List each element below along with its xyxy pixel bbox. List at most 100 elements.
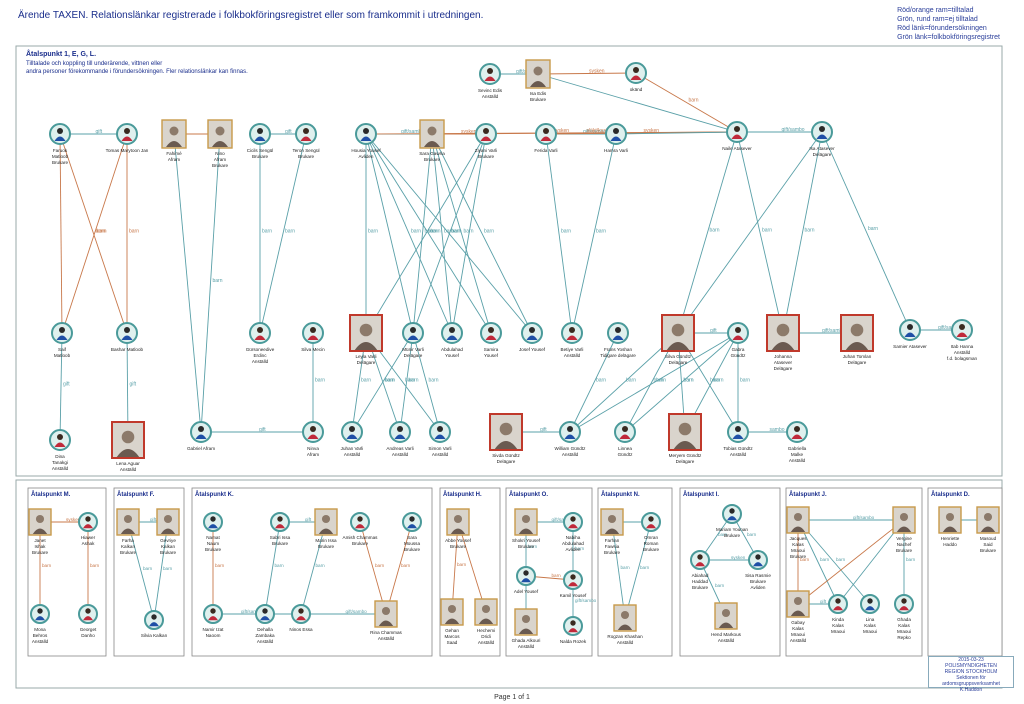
woman-icon xyxy=(570,516,575,521)
man-icon xyxy=(151,614,156,619)
relation-label: barn xyxy=(452,229,462,235)
face-icon xyxy=(608,515,616,523)
person-label: Brukare xyxy=(120,550,137,555)
relation-label: gift xyxy=(820,599,827,604)
person-label: Vergine xyxy=(896,536,912,541)
face-icon xyxy=(360,324,373,337)
person-label: Anställd xyxy=(257,639,274,644)
person-label: Abdulahad xyxy=(441,347,463,352)
person-label: Meryem Gündtz xyxy=(669,453,702,458)
person-label: Ziyani Varli xyxy=(475,148,497,153)
person-label: Anställd xyxy=(730,452,747,457)
relation-label: barn xyxy=(714,378,724,384)
sub-panel-heading: Åtalspunkt D. xyxy=(931,491,970,498)
relation-label: barn xyxy=(596,378,606,384)
person-label: Shokri Yousef xyxy=(512,538,541,543)
person-label: Kalas xyxy=(864,623,876,628)
person-node: Silva Mecin xyxy=(301,323,325,352)
person-label: Brukare xyxy=(352,541,369,546)
person-label: Avliden xyxy=(359,154,374,159)
relation-label: barn xyxy=(484,229,494,235)
man-icon xyxy=(198,426,204,432)
person-label: Yousef xyxy=(484,353,499,358)
person-node: NinvaAfram xyxy=(303,422,323,457)
person-node: Sevinc EdisAnställd xyxy=(478,64,503,99)
person-node: Ferida Varli xyxy=(534,124,557,153)
stamp-line: Sektionen för ardomsgruppsverksamhet xyxy=(929,675,1013,687)
person-label: Anställd xyxy=(482,94,499,99)
person-label: Amish Chammas xyxy=(343,535,379,540)
person-label: Nino xyxy=(215,151,225,156)
person-label: Hend Markous xyxy=(711,632,742,637)
person-label: Brukare xyxy=(518,544,535,549)
person-label: Anställd xyxy=(954,350,971,355)
relation-label: barn xyxy=(836,557,846,562)
person-node: Hamra Varli xyxy=(604,124,628,153)
relation-label: barn xyxy=(621,565,631,570)
main-panel-frame xyxy=(16,46,1002,476)
face-icon xyxy=(777,324,790,337)
person-node: Tobias GündtzAnställd xyxy=(723,422,753,457)
person-label: Roman xyxy=(644,541,659,546)
person-label: Anställd xyxy=(32,639,49,644)
person-label: Delägare xyxy=(669,360,688,365)
main-panel-note: Tilltalade och koppling till underärende… xyxy=(26,61,162,67)
person-label: Sabri Issa xyxy=(270,535,291,540)
person-label: Delägare xyxy=(404,353,423,358)
person-label: William Gündtz xyxy=(555,446,587,451)
person-label: Brukare xyxy=(643,547,660,552)
relation-label: barn xyxy=(285,229,295,235)
face-icon xyxy=(454,515,462,523)
person-label: Brukare xyxy=(896,548,913,553)
face-icon xyxy=(900,513,908,521)
person-label: Johanna xyxy=(774,354,792,359)
main-panel-heading: Åtalspunkt 1, E, G, L. xyxy=(26,49,96,58)
person-node: Gabriel Afram xyxy=(187,422,215,451)
person-label: Anställd xyxy=(789,458,806,463)
main-panel-note: andra personer förekommande i förundersö… xyxy=(26,69,248,75)
person-label: Afram xyxy=(168,157,180,162)
person-label: Anställd xyxy=(518,644,535,649)
person-label: Brukare xyxy=(212,163,229,168)
person-label: Kalkan xyxy=(121,544,135,549)
person-label: Afram xyxy=(214,157,226,162)
relation-label: gift xyxy=(96,129,103,135)
relation-label: barn xyxy=(457,562,467,567)
face-icon xyxy=(794,597,802,605)
person-label: Anställd xyxy=(562,452,579,457)
relation-label: barn xyxy=(215,563,225,568)
person-label: Haddad xyxy=(692,579,709,584)
stamp-line: K.Haddon xyxy=(929,687,1013,693)
relation-link xyxy=(538,73,636,74)
person-label: Naile Atasever xyxy=(722,146,752,151)
person-label: Mraoui xyxy=(897,629,911,634)
person-label: Anställd xyxy=(344,452,361,457)
person-label: Kalkan xyxy=(161,544,175,549)
man-icon xyxy=(409,516,414,521)
person-label: Brukare xyxy=(724,533,741,538)
person-node: Housia YousefAvliden xyxy=(351,124,381,159)
person-node: HiawerAshak xyxy=(79,513,97,546)
man-icon xyxy=(449,327,455,333)
relation-label: barn xyxy=(262,229,272,235)
person-label: Brukare xyxy=(450,544,467,549)
person-label: Nachef xyxy=(897,542,912,547)
relation-label: barn xyxy=(385,378,395,384)
sub-panel: Åtalspunkt I.barnbarnsyskenbarnMariam Yo… xyxy=(680,488,780,656)
woman-icon xyxy=(835,598,840,603)
woman-icon xyxy=(633,67,639,73)
person-node: Tomas Marytoon Jan xyxy=(106,124,149,153)
woman-icon xyxy=(57,434,63,440)
relation-label: barn xyxy=(97,229,107,235)
person-label: Rogzan Khashan xyxy=(607,634,643,639)
woman-icon xyxy=(622,426,628,432)
sub-panel: Åtalspunkt N.barnbarnFarhanFawsiaBrukare… xyxy=(598,488,672,656)
relation-label: gift xyxy=(63,382,70,388)
person-label: Anställd xyxy=(617,640,634,645)
relation-label: barn xyxy=(710,228,720,234)
relation-label: barn xyxy=(626,378,636,384)
person-label: Brukare xyxy=(52,160,69,165)
relation-label: barn xyxy=(906,557,916,562)
person-label: Anställd xyxy=(718,638,735,643)
person-node: LinneaGündtz xyxy=(615,422,635,457)
